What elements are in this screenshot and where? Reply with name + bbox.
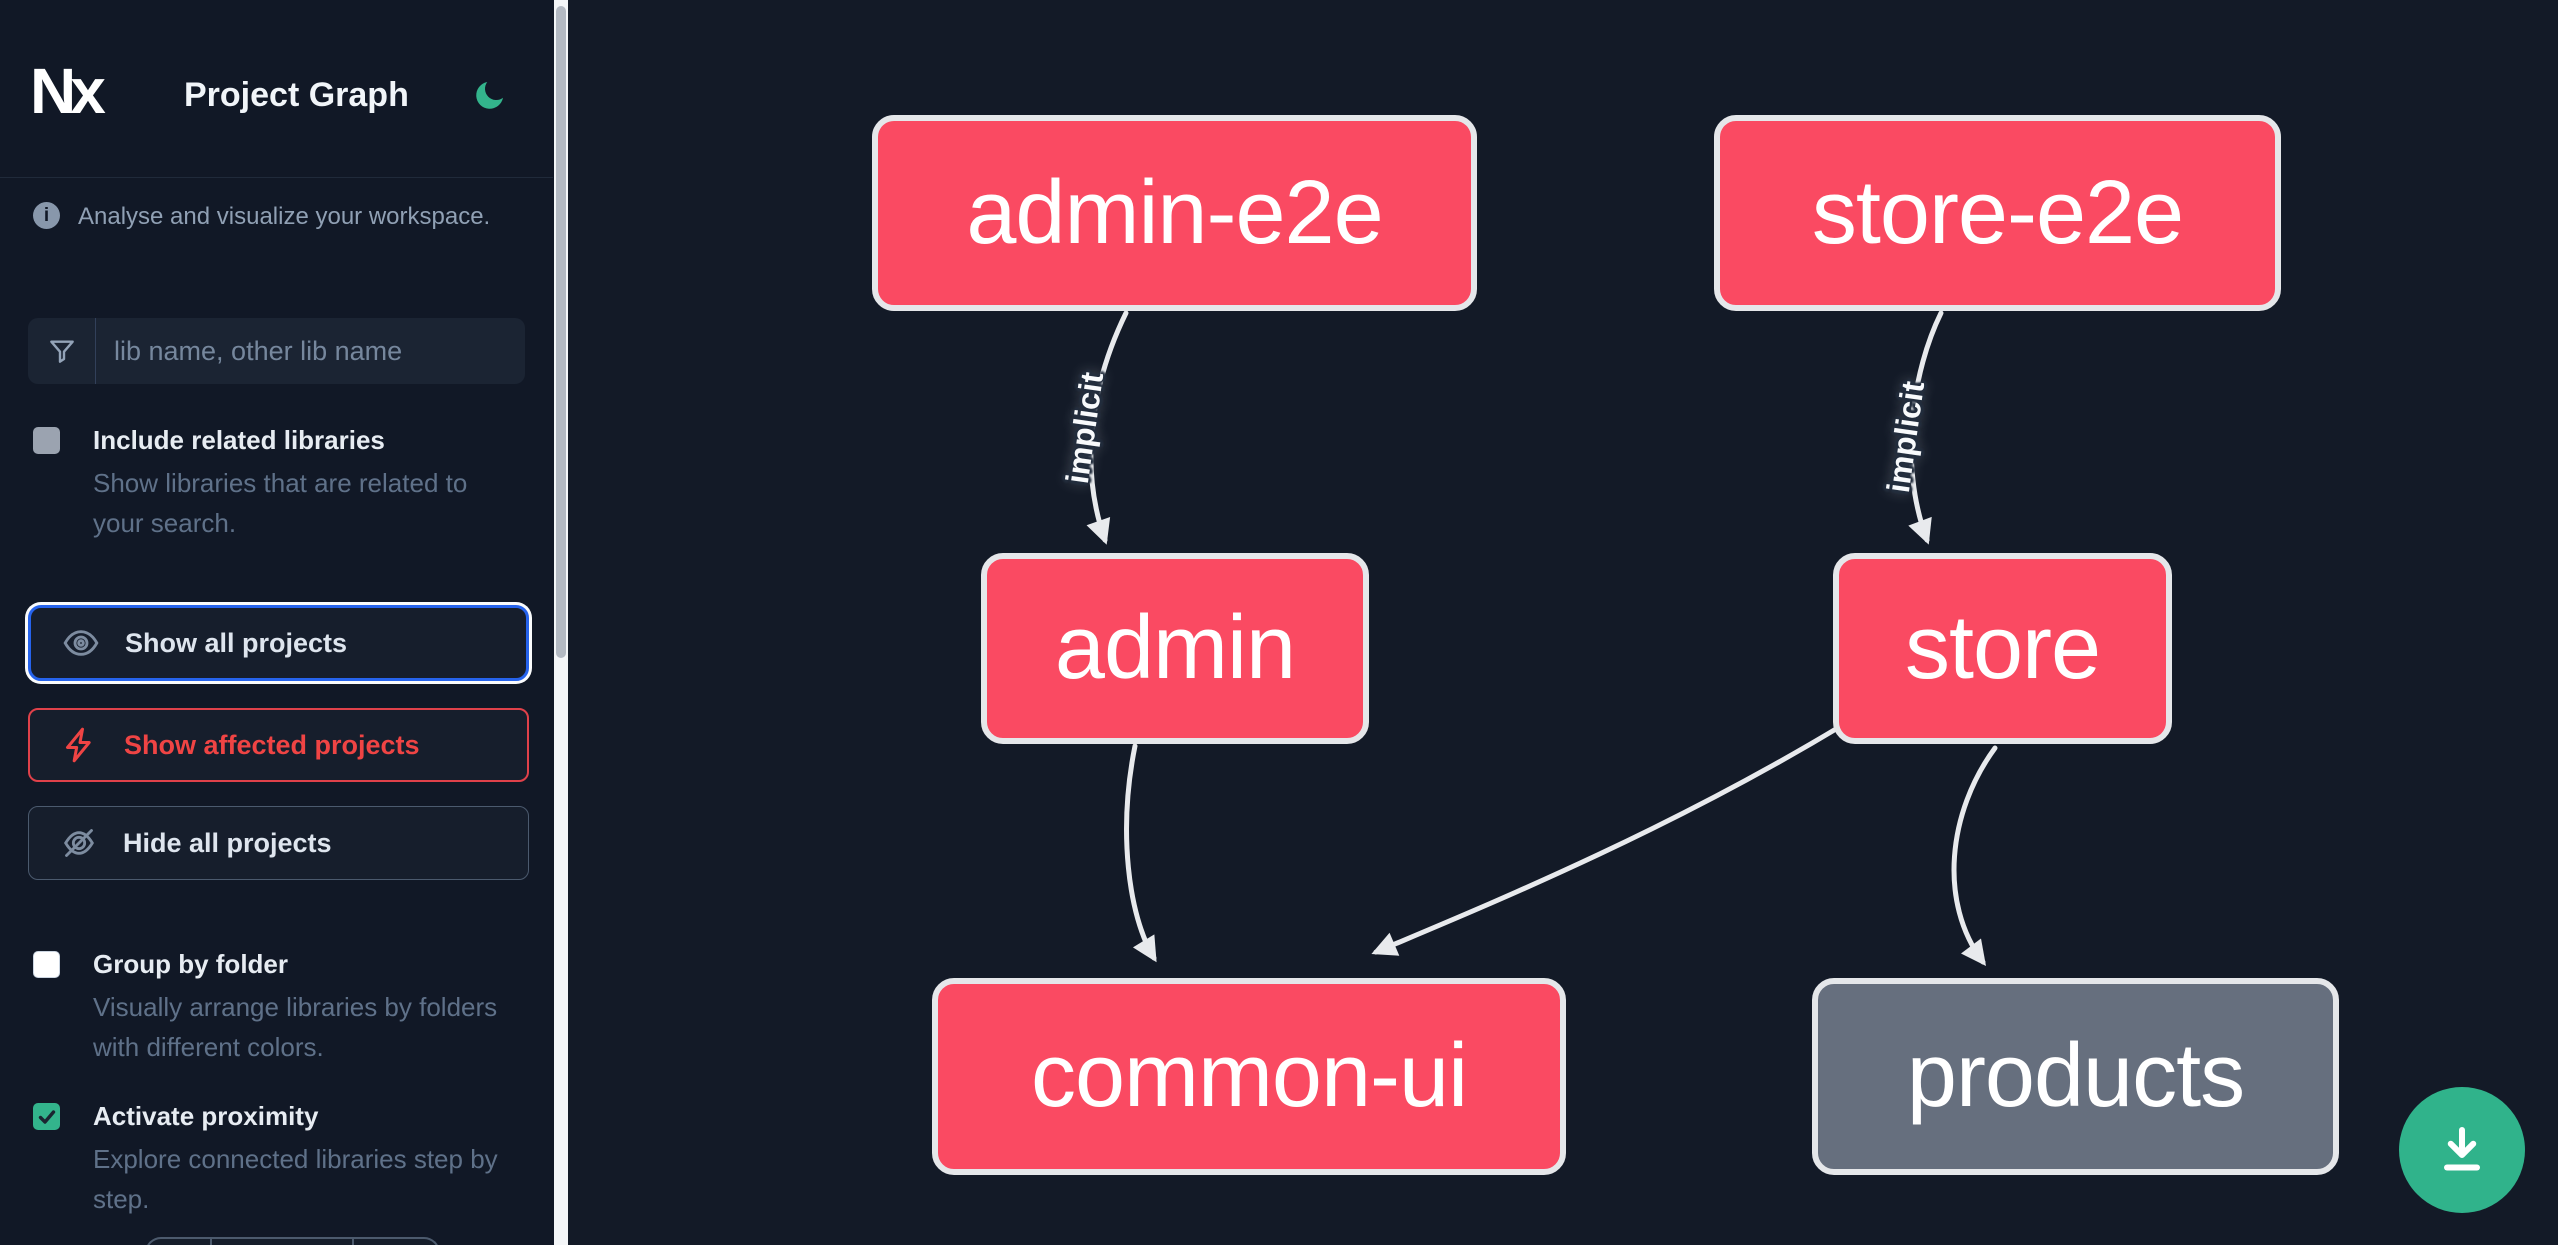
sidebar-header: Nx Project Graph (0, 0, 553, 178)
checkbox-group-by-folder[interactable] (33, 951, 60, 978)
eye-off-icon (64, 829, 94, 857)
toggle-description: Explore connected libraries step by step… (93, 1144, 498, 1214)
toggle-label: Include related libraries (93, 425, 385, 455)
page-title: Project Graph (184, 76, 409, 114)
info-icon: i (33, 202, 60, 229)
download-graph-button[interactable] (2399, 1087, 2525, 1213)
bolt-icon (66, 727, 91, 763)
edge-admin-common-ui (1124, 743, 1157, 963)
hide-all-projects-button[interactable]: Hide all projects (28, 806, 529, 880)
graph-node-products[interactable]: products (1812, 978, 2339, 1175)
graph-canvas[interactable]: implicit implicit admin-e2e store-e2e ad… (568, 0, 2558, 1245)
edge-admin-e2e-admin (1086, 310, 1129, 545)
eye-icon (63, 630, 99, 656)
button-label: Hide all projects (123, 827, 332, 858)
stepper-increment[interactable] (354, 1239, 438, 1245)
graph-node-admin-e2e[interactable]: admin-e2e (872, 115, 1477, 311)
graph-edges (1086, 310, 1998, 967)
stepper-value (212, 1239, 354, 1245)
edge-store-common-ui (1371, 723, 1844, 956)
show-all-projects-button[interactable]: Show all projects (28, 605, 529, 681)
toggle-description: Show libraries that are related to your … (93, 468, 468, 538)
edge-store-e2e-store (1908, 310, 1944, 545)
checkbox-activate-proximity[interactable] (33, 1103, 60, 1130)
toggle-label: Activate proximity (93, 1101, 319, 1131)
moon-icon[interactable] (473, 76, 509, 112)
graph-node-admin[interactable]: admin (981, 553, 1369, 744)
button-label: Show all projects (125, 627, 348, 658)
workspace-tagline: Analyse and visualize your workspace. (78, 203, 491, 230)
proximity-stepper-partial[interactable] (145, 1237, 440, 1245)
button-label: Show affected projects (124, 729, 420, 760)
nx-logo: Nx (30, 55, 106, 127)
check-icon (38, 1109, 55, 1124)
graph-node-common-ui[interactable]: common-ui (932, 978, 1566, 1175)
stepper-decrement[interactable] (147, 1239, 212, 1245)
sidebar: Nx Project Graph i Analyse and visualize… (0, 0, 568, 1245)
download-icon (2444, 1127, 2480, 1171)
funnel-icon (28, 318, 96, 384)
show-affected-projects-button[interactable]: Show affected projects (28, 708, 529, 782)
filter-search-box (28, 318, 525, 384)
toggle-label: Group by folder (93, 949, 288, 979)
workspace-tagline-row: i Analyse and visualize your workspace. (33, 202, 533, 232)
graph-node-store-e2e[interactable]: store-e2e (1714, 115, 2281, 311)
sidebar-scrollbar-thumb[interactable] (556, 6, 566, 658)
graph-node-store[interactable]: store (1833, 553, 2172, 744)
search-input[interactable] (96, 335, 525, 367)
toggle-description: Visually arrange libraries by folders wi… (93, 992, 498, 1062)
edge-store-products (1951, 745, 1998, 967)
checkbox-include-related[interactable] (33, 427, 60, 454)
